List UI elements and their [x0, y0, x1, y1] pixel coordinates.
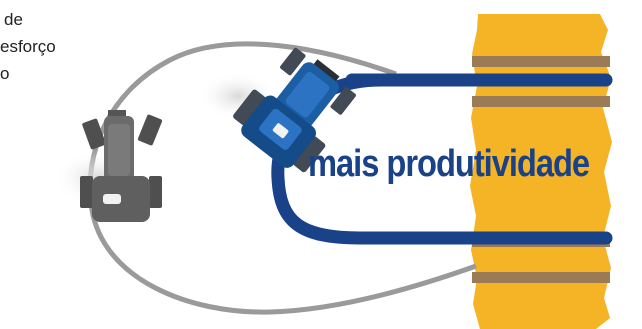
caption-line: o: [0, 60, 56, 87]
productivity-headline: mais produtividade: [308, 141, 589, 187]
caption-text: de esforço o: [0, 6, 56, 87]
caption-line: esforço: [0, 33, 56, 60]
caption-line: de: [0, 6, 56, 33]
